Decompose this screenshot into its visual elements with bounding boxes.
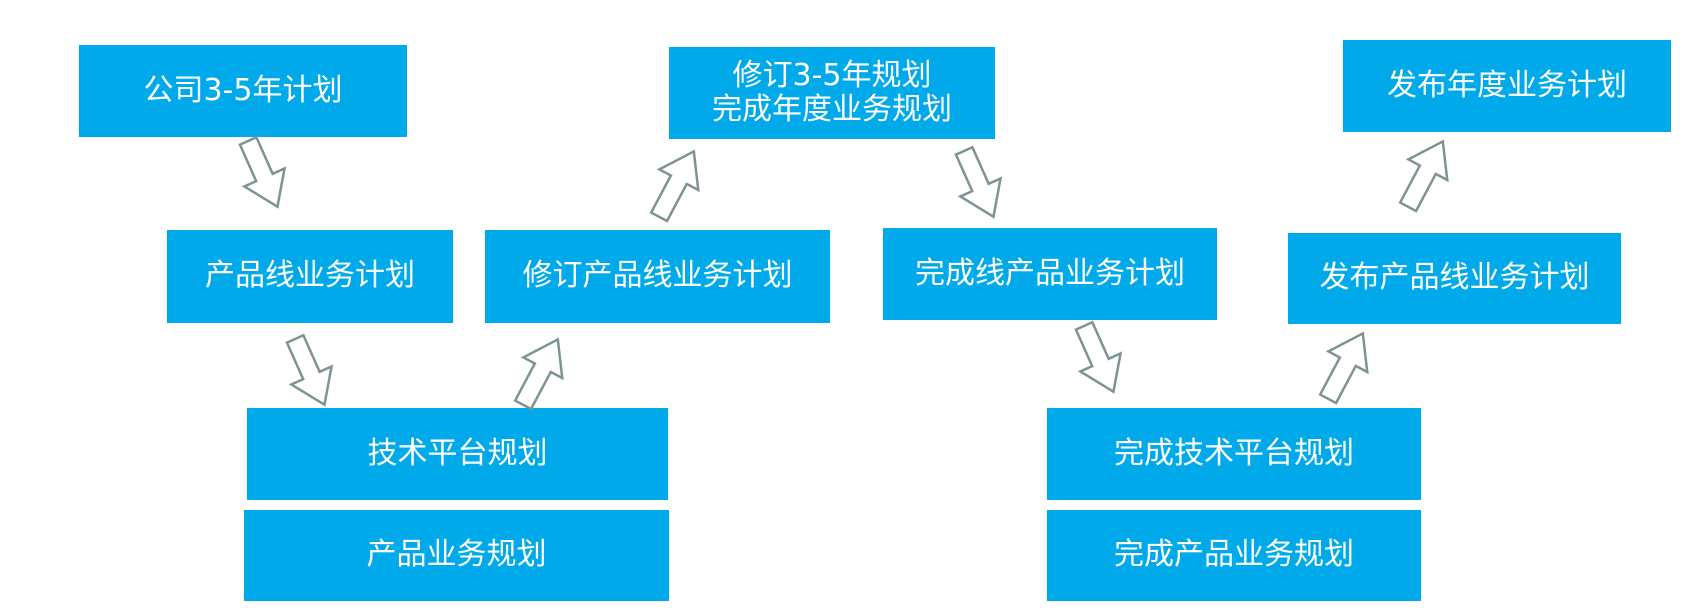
product-business-plan-label: 产品业务规划 xyxy=(366,537,547,573)
product-line-plan-box: 产品线业务计划 xyxy=(167,230,453,323)
tech-platform-plan-box: 技术平台规划 xyxy=(247,408,668,500)
complete-line-product-plan-box: 完成线产品业务计划 xyxy=(883,228,1217,320)
complete-tech-platform-plan-box: 完成技术平台规划 xyxy=(1047,408,1421,500)
down-arrow-icon xyxy=(238,135,287,209)
down-arrow-icon xyxy=(285,333,334,407)
publish-product-line-plan-label: 发布产品线业务计划 xyxy=(1319,260,1590,296)
complete-product-business-plan-label: 完成产品业务规划 xyxy=(1114,537,1354,573)
up-arrow-icon xyxy=(513,337,564,411)
publish-product-line-plan-box: 发布产品线业务计划 xyxy=(1288,233,1621,324)
publish-annual-plan-box: 发布年度业务计划 xyxy=(1343,40,1671,132)
complete-line-product-plan-label: 完成线产品业务计划 xyxy=(915,255,1185,291)
up-arrow-icon xyxy=(649,149,700,223)
revise-plan-line2: 完成年度业务规划 xyxy=(712,92,952,127)
down-arrow-icon xyxy=(1074,320,1123,394)
up-arrow-icon xyxy=(1318,331,1369,405)
company-plan-label: 公司3-5年计划 xyxy=(143,72,343,108)
down-arrow-icon xyxy=(954,145,1003,219)
revise-plan-box: 修订3-5年规划 完成年度业务规划 xyxy=(669,47,995,139)
revise-plan-line1: 修订3-5年规划 xyxy=(732,57,932,93)
complete-product-business-plan-box: 完成产品业务规划 xyxy=(1047,510,1421,601)
product-line-plan-label: 产品线业务计划 xyxy=(205,258,415,294)
complete-tech-platform-plan-label: 完成技术平台规划 xyxy=(1114,435,1354,471)
tech-platform-plan-label: 技术平台规划 xyxy=(367,435,548,471)
publish-annual-plan-label: 发布年度业务计划 xyxy=(1387,67,1627,103)
product-business-plan-box: 产品业务规划 xyxy=(244,510,669,601)
revise-product-line-plan-label: 修订产品线业务计划 xyxy=(522,258,793,294)
revise-product-line-plan-box: 修订产品线业务计划 xyxy=(485,230,830,323)
company-plan-box: 公司3-5年计划 xyxy=(79,45,407,137)
up-arrow-icon xyxy=(1398,139,1449,213)
